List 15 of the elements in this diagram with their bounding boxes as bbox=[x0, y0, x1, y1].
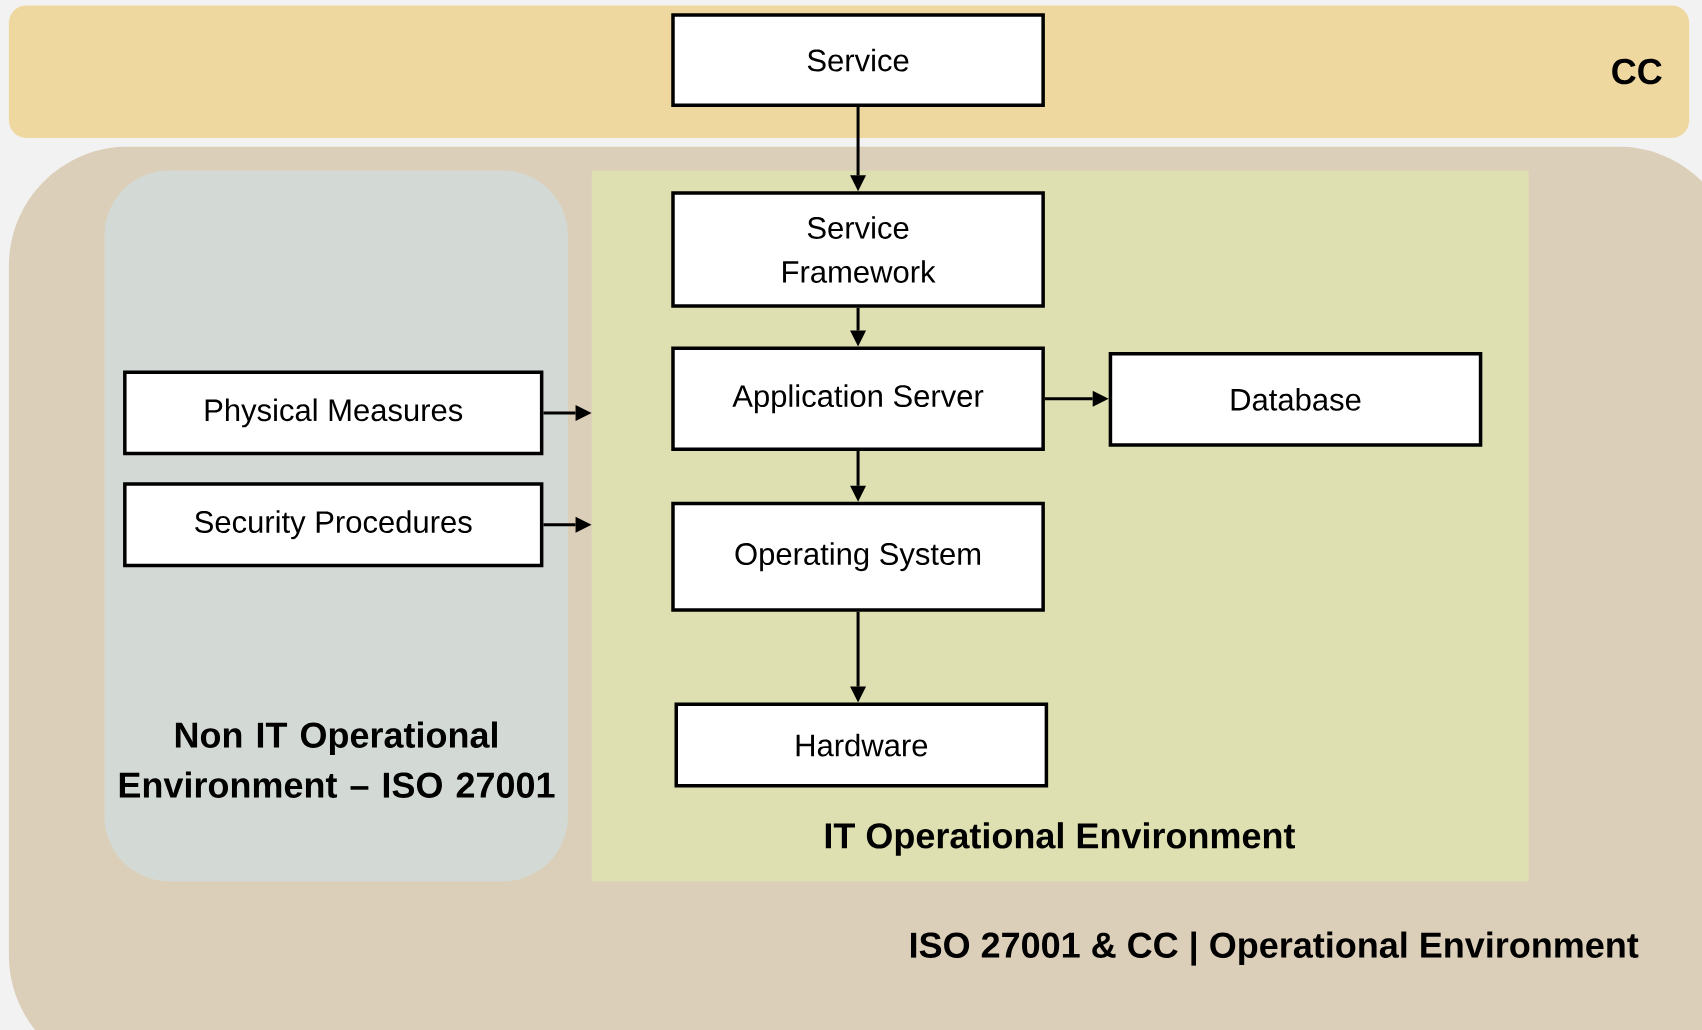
arrow bbox=[850, 106, 867, 192]
process-box: Hardware bbox=[674, 702, 1049, 788]
arrow bbox=[850, 611, 867, 703]
process-box: Operating System bbox=[671, 501, 1045, 612]
process-box: Service bbox=[671, 13, 1045, 107]
process-box: Database bbox=[1108, 352, 1483, 447]
arrow bbox=[1044, 390, 1109, 407]
process-box: Physical Measures bbox=[123, 370, 544, 456]
process-box: Application Server bbox=[671, 346, 1045, 451]
process-box: Service Framework bbox=[671, 191, 1045, 308]
arrow bbox=[850, 307, 867, 347]
arrow bbox=[543, 516, 592, 533]
arrow bbox=[543, 404, 592, 421]
process-box: Security Procedures bbox=[123, 482, 544, 568]
arrow bbox=[850, 451, 867, 502]
